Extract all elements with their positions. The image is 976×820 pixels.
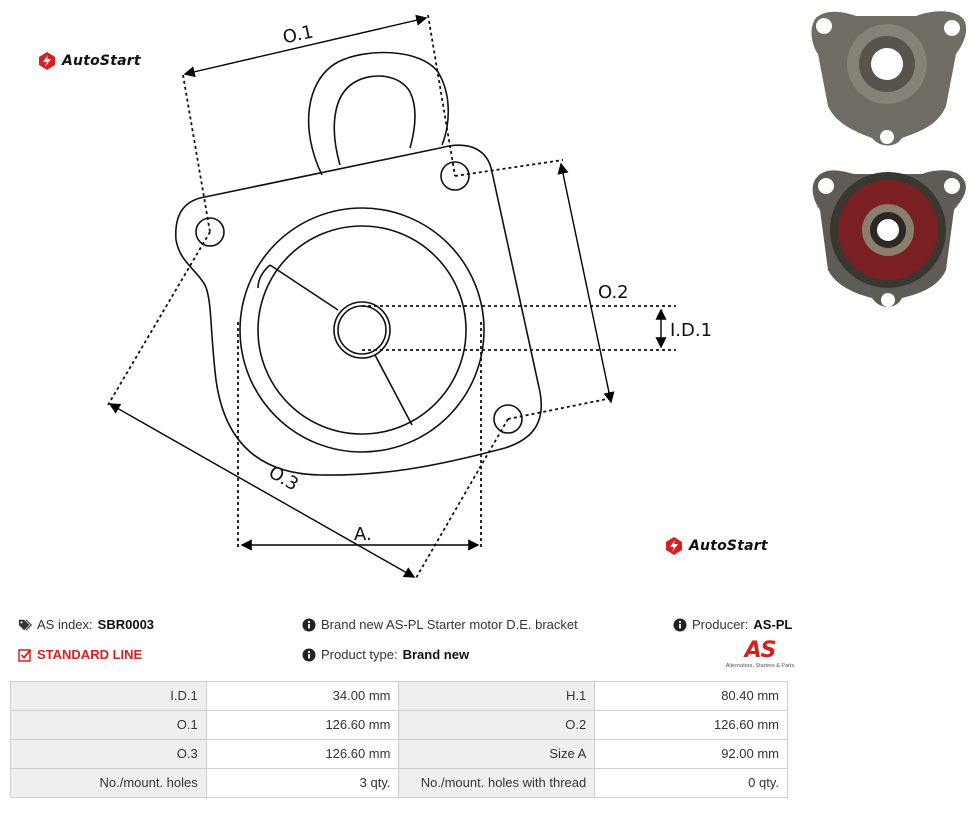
- spec-label: Size A: [398, 739, 596, 769]
- product-description: Brand new AS-PL Starter motor D.E. brack…: [302, 617, 578, 632]
- as-index-value: SBR0003: [97, 617, 155, 632]
- spec-value: 126.60 mm: [594, 710, 788, 740]
- technical-drawing: O.1 O.2 O.3 A. I.D.1: [107, 14, 712, 579]
- spec-value: 126.60 mm: [205, 739, 400, 769]
- bracket-body: [175, 144, 542, 476]
- product-line: STANDARD LINE: [18, 647, 142, 662]
- tag-icon: [18, 618, 32, 631]
- bracket-lug: [307, 51, 450, 176]
- spec-value: 0 qty.: [594, 768, 788, 798]
- bore-outer: [239, 207, 485, 453]
- checkbox-icon: [18, 648, 32, 662]
- spec-label: O.3: [10, 739, 207, 769]
- product-type: Product type: Brand new: [302, 647, 469, 662]
- brand-logo-icon: [39, 52, 55, 70]
- info-icon: [302, 618, 316, 631]
- label-o3: O.3: [265, 462, 302, 495]
- producer-logo-mark: AS: [744, 638, 777, 663]
- spec-value: 80.40 mm: [594, 681, 788, 711]
- producer-value: AS-PL: [753, 617, 793, 632]
- spec-label: O.2: [398, 710, 596, 740]
- spec-value: 92.00 mm: [594, 739, 788, 769]
- center-bore: [333, 301, 391, 359]
- autostart-logo: AutoStart: [37, 51, 141, 71]
- spec-value: 34.00 mm: [205, 681, 400, 711]
- spec-value: 126.60 mm: [205, 710, 400, 740]
- producer-logo: AS Alternators, Starters & Parts: [716, 640, 804, 672]
- spec-label: H.1: [398, 681, 596, 711]
- label-id1: I.D.1: [670, 320, 712, 341]
- brand-logo-icon: [666, 537, 682, 555]
- product-photo-back[interactable]: [806, 158, 970, 316]
- info-icon: [673, 618, 687, 631]
- table-row: O.3 126.60 mm Size A 92.00 mm: [10, 739, 788, 769]
- spec-label: No./mount. holes: [10, 768, 207, 798]
- table-row: O.1 126.60 mm O.2 126.60 mm: [10, 710, 788, 740]
- specs-table: I.D.1 34.00 mm H.1 80.40 mm O.1 126.60 m…: [10, 681, 788, 798]
- spec-label: I.D.1: [10, 681, 207, 711]
- label-a: A.: [354, 524, 372, 545]
- product-photo-front[interactable]: [806, 6, 968, 154]
- producer: Producer: AS-PL: [673, 617, 792, 632]
- brand-name: AutoStart: [689, 538, 768, 554]
- spec-value: 3 qty.: [205, 768, 400, 798]
- producer-logo-tagline: Alternators, Starters & Parts: [725, 663, 795, 669]
- autostart-logo: AutoStart: [664, 536, 768, 556]
- info-icon: [302, 648, 316, 661]
- product-type-value: Brand new: [402, 647, 470, 662]
- spec-label: O.1: [10, 710, 207, 740]
- as-index: AS index: SBR0003: [18, 617, 154, 632]
- brand-name: AutoStart: [62, 53, 141, 69]
- label-o2: O.2: [598, 282, 629, 303]
- spec-label: No./mount. holes with thread: [398, 768, 596, 798]
- table-row: I.D.1 34.00 mm H.1 80.40 mm: [10, 681, 788, 711]
- table-row: No./mount. holes 3 qty. No./mount. holes…: [10, 768, 788, 798]
